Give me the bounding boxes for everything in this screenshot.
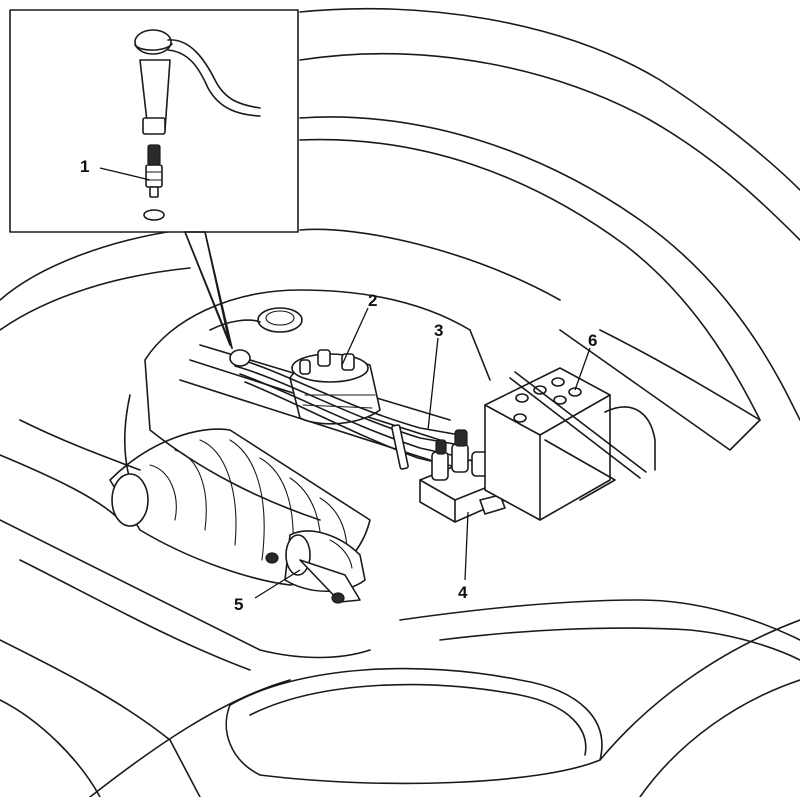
distributor <box>289 349 381 425</box>
battery <box>484 367 656 521</box>
inset-detail-box <box>9 9 299 349</box>
callout-3: 3 <box>434 321 443 340</box>
callout-5: 5 <box>234 595 243 614</box>
callout-1: 1 <box>80 157 89 176</box>
callout-4: 4 <box>458 583 468 602</box>
callout-labels: 1 2 3 4 5 6 <box>80 157 597 614</box>
headlight-left <box>225 667 603 785</box>
starter-motor <box>265 530 366 604</box>
callout-6: 6 <box>588 331 597 350</box>
ht-leads <box>229 349 461 470</box>
leader-lines <box>99 167 591 599</box>
ignition-coil <box>419 429 506 523</box>
car-body-outline <box>0 7 800 798</box>
intake-duct <box>109 428 371 586</box>
callout-2: 2 <box>368 291 377 310</box>
